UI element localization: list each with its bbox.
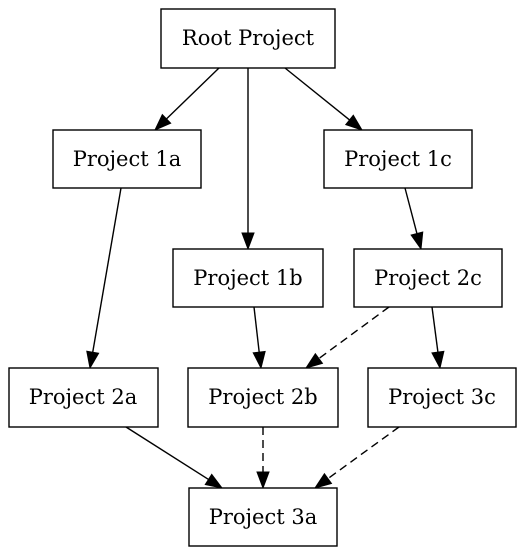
edge-p2b-to-p3a xyxy=(256,427,270,490)
node-project-2c-box xyxy=(353,248,503,308)
edge-p2a-to-p3a xyxy=(125,426,224,489)
node-root-box xyxy=(160,8,336,69)
node-project-2c-label: Project 2c xyxy=(374,266,482,290)
arrow-head-icon xyxy=(410,231,424,251)
node-project-1b: Project 1b xyxy=(172,248,324,308)
arrow-head-icon xyxy=(344,114,364,131)
node-project-2b-box xyxy=(187,367,339,428)
node-project-2b: Project 2b xyxy=(187,367,339,428)
arrow-head-icon xyxy=(204,473,224,489)
node-project-1a-label: Project 1a xyxy=(73,147,182,171)
arrow-head-icon xyxy=(241,232,255,251)
node-project-2c: Project 2c xyxy=(353,248,503,308)
arrow-head-icon xyxy=(252,350,266,370)
node-root-label: Root Project xyxy=(182,26,315,50)
node-project-1c-box xyxy=(323,129,473,189)
edges-layer xyxy=(86,67,445,490)
arrow-head-icon xyxy=(153,113,172,131)
node-project-1c: Project 1c xyxy=(323,129,473,189)
node-project-2a: Project 2a xyxy=(8,367,159,428)
edge-p1c-to-p2c xyxy=(404,187,424,251)
edge-line xyxy=(327,426,400,480)
node-project-1b-label: Project 1b xyxy=(193,266,302,290)
edge-p1a-to-p2a xyxy=(86,187,122,370)
node-project-1a-box xyxy=(52,129,202,189)
edge-p3c-to-p3a xyxy=(313,426,400,489)
node-project-2a-box xyxy=(8,367,159,428)
edge-line xyxy=(284,67,350,121)
node-project-2b-label: Project 2b xyxy=(208,385,317,409)
node-project-1b-box xyxy=(172,248,324,308)
edge-root-to-p1a xyxy=(153,67,220,131)
edge-p2c-to-p3c xyxy=(431,306,445,370)
edge-line xyxy=(253,306,260,353)
node-project-1c-label: Project 1c xyxy=(344,147,452,171)
node-project-3a-box xyxy=(188,487,338,547)
node-root: Root Project xyxy=(160,8,336,69)
arrow-head-icon xyxy=(313,472,333,489)
edge-line xyxy=(166,67,220,120)
edge-p2c-to-p2b xyxy=(304,306,390,369)
node-project-3c: Project 3c xyxy=(367,367,517,428)
edge-p1b-to-p2b xyxy=(252,306,266,370)
arrow-head-icon xyxy=(304,352,324,369)
node-project-3c-box xyxy=(367,367,517,428)
edge-line xyxy=(404,187,418,234)
arrow-head-icon xyxy=(86,350,100,370)
edge-line xyxy=(431,306,439,353)
node-project-1a: Project 1a xyxy=(52,129,202,189)
edge-line xyxy=(92,187,122,353)
node-project-3a-label: Project 3a xyxy=(209,505,318,529)
edge-line xyxy=(318,306,390,360)
edge-line xyxy=(125,426,209,481)
edge-root-to-p1b xyxy=(241,68,255,251)
node-project-3c-label: Project 3c xyxy=(388,385,496,409)
arrow-head-icon xyxy=(431,350,445,370)
arrow-head-icon xyxy=(256,471,270,490)
node-project-3a: Project 3a xyxy=(188,487,338,547)
edge-root-to-p1c xyxy=(284,67,364,131)
node-project-2a-label: Project 2a xyxy=(29,385,138,409)
